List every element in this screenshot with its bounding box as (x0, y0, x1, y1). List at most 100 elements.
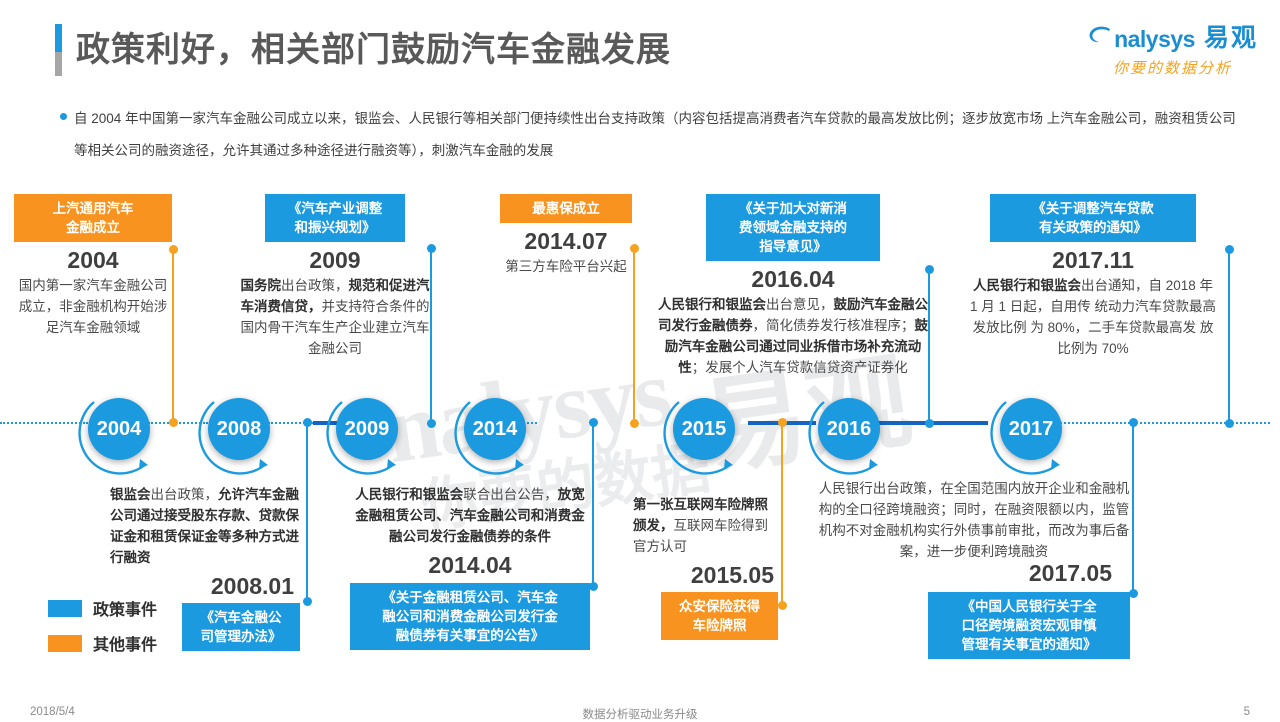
event-card-2016-04[interactable]: 《关于加大对新消 费领域金融支持的 指导意见》 2016.04 人民银行和银监会… (658, 194, 928, 378)
footer-center-text: 数据分析驱动业务升级 (582, 709, 698, 721)
event-desc: 人民银行和银监会联合出台公告，放宽金融租赁公司、汽车金融公司和消费金融公司发行金… (350, 484, 590, 547)
logo-en-text: nalysys (1114, 25, 1195, 52)
event-tag-line: 司管理办法》 (200, 629, 282, 644)
event-tag-line: 《关于金融租赁公司、汽车金 (382, 590, 558, 605)
event-desc-part: 出台通知，自 2018 年 1 月 1 日起，自用传 统动力汽车贷款最高发放比例… (969, 278, 1217, 356)
event-card-2009[interactable]: 《汽车产业调整 和振兴规划》 2009 国务院出台政策，规范和促进汽车消费信贷，… (240, 194, 430, 359)
event-tag-line: 《关于加大对新消 (739, 201, 847, 216)
event-tag: 众安保险获得 车险牌照 (661, 592, 778, 640)
event-desc: 第三方车险平台兴起 (505, 259, 627, 274)
event-card-2017-05[interactable]: 人民银行出台政策，在全国范围内放开企业和金融机构的全口径跨境融资；同时，在融资限… (818, 478, 1130, 659)
axis-segment (148, 422, 208, 424)
event-year: 2009 (309, 247, 361, 273)
event-tag-line: 融公司和消费金融公司发行金 (382, 609, 558, 624)
footer-date: 2018/5/4 (30, 706, 75, 718)
event-tag: 《关于调整汽车贷款 有关政策的通知》 (990, 194, 1196, 242)
bullet-dot-icon (60, 113, 67, 120)
footer-page-number: 5 (1243, 706, 1250, 718)
timeline-node-2009[interactable]: 2009 (336, 398, 398, 460)
event-year: 2017.11 (1052, 247, 1134, 273)
event-desc-part: 规范和促进汽车消费信贷， (240, 278, 430, 314)
event-year: 2014.04 (428, 552, 512, 578)
event-year: 2008.01 (210, 573, 294, 599)
legend-label: 政策事件 (93, 602, 158, 619)
axis-segment (1060, 422, 1270, 424)
event-year: 2014.07 (524, 228, 608, 254)
event-tag: 《汽车产业调整 和振兴规划》 (265, 194, 405, 242)
event-desc-part: 鼓励汽车金融公司通过同业拆借市场补充流动性 (664, 318, 928, 375)
event-desc-part: 人民银行和银监会 (972, 278, 1081, 293)
timeline-node-2015[interactable]: 2015 (673, 398, 735, 460)
event-tag-line: 《关于调整汽车贷款 (1032, 201, 1154, 216)
intro-text: 自 2004 年中国第一家汽车金融公司成立以来，银监会、人民银行等相关部门便持续… (74, 111, 1236, 158)
event-desc: 第一张互联网车险牌照颁发，互联网车险得到官方认可 (633, 494, 778, 557)
event-desc-part: 出台政策， (150, 487, 219, 502)
axis-segment (0, 422, 88, 424)
event-desc-part: 人民银行和银监会 (658, 297, 766, 312)
event-tag-line: 众安保险获得 (679, 599, 760, 614)
event-desc-part: 放宽金融租赁公司、汽车金融公司和消费金融公司发行金融债券的条件 (355, 487, 585, 544)
event-desc-part: 互联网车险得到官方认可 (633, 518, 768, 554)
title-accent-bar (55, 24, 62, 76)
event-tag: 《关于加大对新消 费领域金融支持的 指导意见》 (706, 194, 880, 261)
event-desc-part: 人民银行出台政策，在全国范围内放开企业和金融机构的全口径跨境融资；同时，在融资限… (818, 481, 1130, 559)
legend-item-policy: 政策事件 (48, 596, 157, 620)
timeline-node-2004[interactable]: 2004 (88, 398, 150, 460)
event-desc-part: 第一张互联网车险牌照颁发， (633, 497, 768, 533)
event-tag: 《关于金融租赁公司、汽车金 融公司和消费金融公司发行金 融债券有关事宜的公告》 (350, 583, 590, 650)
event-tag-line: 有关政策的通知》 (1039, 220, 1147, 235)
event-tag-line: 车险牌照 (692, 618, 747, 633)
timeline-node-2008[interactable]: 2008 (208, 398, 270, 460)
event-tag-line: 融债券有关事宜的公告》 (395, 628, 545, 643)
event-tag-line: 金融成立 (66, 220, 120, 235)
event-tag: 上汽通用汽车 金融成立 (14, 194, 172, 242)
event-desc: 国务院出台政策，规范和促进汽车消费信贷，并支持符合条件的国内骨干汽车生产企业建立… (240, 275, 430, 359)
event-year: 2016.04 (751, 266, 835, 292)
logo-tagline: 你要的数据分析 (1113, 61, 1233, 77)
event-desc-part: 国务院 (240, 278, 282, 293)
event-desc: 银监会出台政策，允许汽车金融公司通过接受股东存款、贷款保证金和租赁保证金等多种方… (110, 484, 300, 568)
legend-swatch-orange (48, 634, 82, 652)
page-title-text: 政策利好，相关部门鼓励汽车金融发展 (76, 31, 671, 69)
timeline-node-2016[interactable]: 2016 (818, 398, 880, 460)
event-tag: 《中国人民银行关于全 口径跨境融资宏观审慎 管理有关事宜的通知》 (928, 592, 1130, 659)
event-card-2014-07[interactable]: 最惠保成立 2014.07 第三方车险平台兴起 (500, 194, 632, 277)
event-desc-part: 出台意见， (766, 297, 834, 312)
event-desc: 人民银行和银监会出台意见，鼓励汽车金融公司发行金融债券，简化债券发行核准程序；鼓… (658, 294, 928, 378)
logo-cn-text: 易观 (1203, 24, 1258, 52)
event-tag-line: 上汽通用汽车 (52, 201, 134, 216)
event-tag: 《汽车金融公 司管理办法》 (182, 603, 300, 651)
event-desc-part: ，简化债券发行核准程序； (752, 318, 915, 333)
intro-paragraph: 自 2004 年中国第一家汽车金融公司成立以来，银监会、人民银行等相关部门便持续… (60, 103, 1245, 167)
event-tag-line: 指导意见》 (759, 239, 827, 254)
event-desc-part: 联合出台公告， (463, 487, 558, 502)
event-tag-line: 《汽车产业调整 (287, 201, 383, 216)
event-tag: 最惠保成立 (500, 194, 632, 223)
legend-item-other: 其他事件 (48, 631, 157, 655)
event-card-2017-11[interactable]: 《关于调整汽车贷款 有关政策的通知》 2017.11 人民银行和银监会出台通知，… (958, 194, 1228, 359)
event-year: 2004 (67, 247, 119, 273)
timeline-node-2017[interactable]: 2017 (1000, 398, 1062, 460)
event-card-2004[interactable]: 上汽通用汽车 金融成立 2004 国内第一家汽车金融公司成立，非金融机构开始涉足… (14, 194, 172, 338)
event-tag-line: 《汽车金融公 (200, 610, 282, 625)
event-desc: 人民银行和银监会出台通知，自 2018 年 1 月 1 日起，自用传 统动力汽车… (958, 275, 1228, 359)
axis-segment (268, 422, 313, 424)
brand-logo: nalysys 易观 你要的数据分析 (1087, 24, 1258, 78)
swirl-icon (1087, 24, 1113, 53)
event-desc-part: ；发展个人汽车贷款信贷资产证券化 (691, 360, 908, 375)
event-tag-line: 最惠保成立 (532, 201, 600, 216)
event-card-2015-05[interactable]: 第一张互联网车险牌照颁发，互联网车险得到官方认可 2015.05 众安保险获得 … (633, 494, 778, 640)
event-tag-line: 和振兴规划》 (294, 220, 376, 235)
event-tag-line: 管理有关事宜的通知》 (961, 637, 1097, 652)
timeline-axis (0, 421, 1280, 425)
legend: 政策事件 其他事件 (48, 596, 157, 666)
legend-swatch-blue (48, 599, 82, 617)
event-card-2008-01[interactable]: 银监会出台政策，允许汽车金融公司通过接受股东存款、贷款保证金和租赁保证金等多种方… (110, 484, 300, 651)
event-desc-part: 人民银行和银监会 (355, 487, 464, 502)
event-tag-line: 费领域金融支持的 (739, 220, 847, 235)
event-year: 2017.05 (1028, 560, 1112, 586)
event-desc-part: 银监会 (110, 487, 151, 502)
event-card-2014-04[interactable]: 人民银行和银监会联合出台公告，放宽金融租赁公司、汽车金融公司和消费金融公司发行金… (350, 484, 590, 650)
timeline-node-2014[interactable]: 2014 (464, 398, 526, 460)
